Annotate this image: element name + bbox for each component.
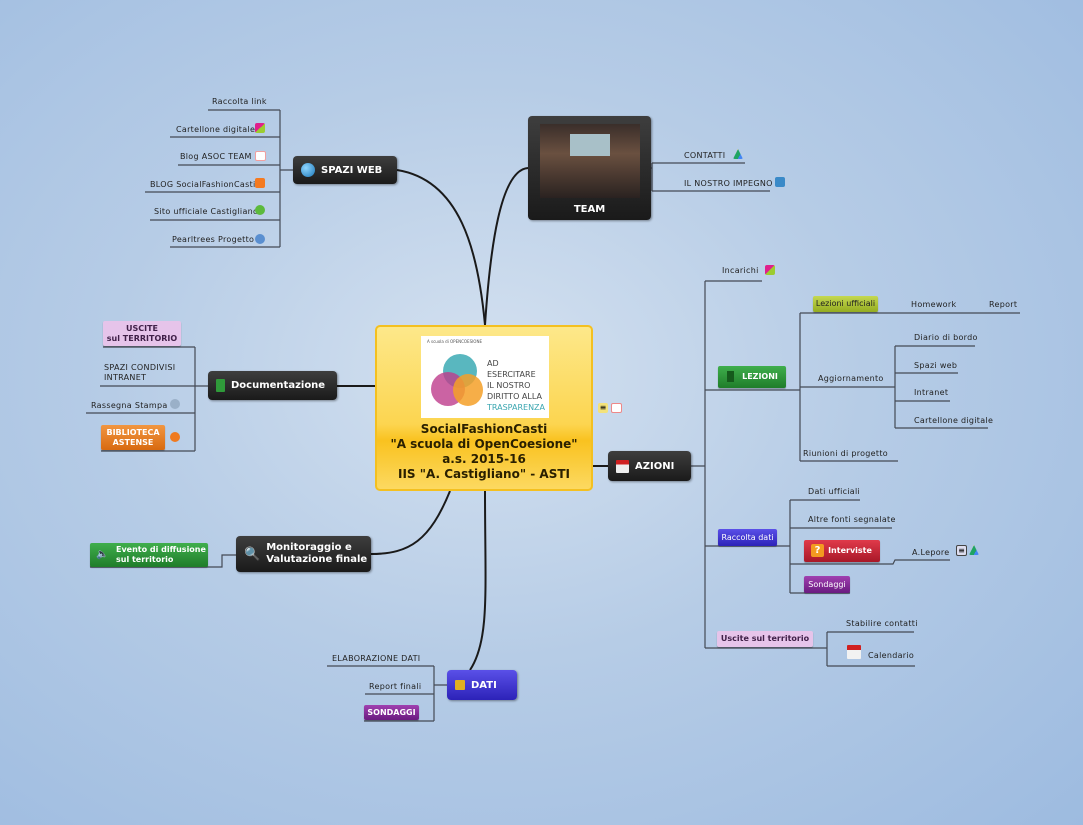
calendar-icon bbox=[847, 645, 861, 659]
sondaggi-badge[interactable]: Sondaggi bbox=[804, 576, 850, 593]
link-icon[interactable] bbox=[611, 403, 622, 413]
altre-fonti-segnalate[interactable]: Altre fonti segnalate bbox=[808, 515, 896, 524]
evento-diffusione-badge[interactable]: Evento di diffusione sul territorio bbox=[90, 543, 208, 567]
speaker-icon: 🔈 bbox=[96, 549, 109, 560]
globe-icon bbox=[301, 163, 315, 177]
unlock-icon bbox=[455, 680, 465, 690]
uscite-territorio-badge[interactable]: Uscite sul territorio bbox=[717, 631, 813, 647]
aggiornamento[interactable]: Aggiornamento bbox=[818, 374, 884, 383]
spazi-web[interactable]: Spazi web bbox=[914, 361, 958, 370]
pearltrees-progetto[interactable]: Pearltrees Progetto bbox=[172, 235, 255, 244]
sondaggi-badge[interactable]: SONDAGGI bbox=[364, 705, 419, 720]
team-photo bbox=[540, 124, 640, 198]
dati-ufficiali[interactable]: Dati ufficiali bbox=[808, 487, 861, 496]
calendario[interactable]: Calendario bbox=[868, 651, 915, 660]
il-nostro-impegno[interactable]: IL NOSTRO IMPEGNO bbox=[684, 179, 773, 188]
node-label: Monitoraggio e Valutazione finale bbox=[266, 542, 368, 565]
a-lepore[interactable]: A.Lepore bbox=[912, 548, 950, 557]
globe-icon[interactable] bbox=[170, 399, 180, 409]
dati-node[interactable]: DATI bbox=[447, 670, 517, 700]
google-drive-icon[interactable] bbox=[733, 149, 743, 159]
node-label: Documentazione bbox=[231, 380, 326, 391]
blogger-icon[interactable] bbox=[255, 178, 265, 188]
sito-ufficiale[interactable]: Sito ufficiale Castigliano bbox=[154, 207, 259, 216]
stabilire-contatti[interactable]: Stabilire contatti bbox=[846, 619, 918, 628]
diario-di-bordo[interactable]: Diario di bordo bbox=[914, 333, 978, 342]
notes-icon[interactable]: ≡ bbox=[598, 403, 608, 413]
documentazione-node[interactable]: Documentazione bbox=[208, 371, 337, 400]
central-title: SocialFashionCasti bbox=[420, 422, 548, 436]
lezioni-badge[interactable]: LEZIONI bbox=[718, 366, 786, 388]
padlet-icon[interactable] bbox=[765, 265, 775, 275]
central-subtitle: "A scuola di OpenCoesione" bbox=[390, 437, 578, 451]
blog-asoc-team[interactable]: Blog ASOC TEAM bbox=[180, 152, 252, 161]
blog-socialfashioncasti[interactable]: BLOG SocialFashionCasti bbox=[150, 180, 256, 189]
spazi-web-node[interactable]: SPAZI WEB bbox=[293, 156, 397, 184]
monitoraggio-node[interactable]: 🔍 Monitoraggio e Valutazione finale bbox=[236, 536, 371, 572]
google-drive-icon[interactable] bbox=[969, 545, 979, 555]
intranet[interactable]: Intranet bbox=[914, 388, 949, 397]
document-icon[interactable] bbox=[775, 177, 785, 187]
homework[interactable]: Homework bbox=[911, 300, 957, 309]
spazi-condivisi-intranet[interactable]: SPAZI CONDIVISI INTRANET bbox=[104, 363, 176, 382]
contatti[interactable]: CONTATTI bbox=[684, 151, 726, 160]
web-link-icon[interactable] bbox=[170, 432, 180, 442]
biblioteca-astense-badge[interactable]: BIBLIOTECA ASTENSE bbox=[101, 425, 165, 450]
team-node[interactable]: TEAM bbox=[528, 116, 651, 220]
node-label: TEAM bbox=[573, 204, 606, 215]
node-label: SPAZI WEB bbox=[321, 164, 383, 176]
incarichi[interactable]: Incarichi bbox=[722, 266, 759, 275]
node-label: DATI bbox=[471, 679, 497, 691]
central-year: a.s. 2015-16 bbox=[442, 452, 526, 466]
question-icon: ? bbox=[811, 544, 824, 557]
azioni-node[interactable]: AZIONI bbox=[608, 451, 691, 481]
node-label: AZIONI bbox=[635, 460, 675, 472]
notes-icon[interactable]: ≡ bbox=[956, 545, 967, 556]
pearltrees-icon[interactable] bbox=[255, 234, 265, 244]
report[interactable]: Report bbox=[989, 300, 1018, 309]
uscite-territorio-badge[interactable]: USCITE sul TERRITORIO bbox=[103, 321, 181, 346]
calendar-icon bbox=[616, 459, 629, 473]
rassegna-stampa[interactable]: Rassegna Stampa bbox=[91, 401, 168, 410]
link-icon[interactable] bbox=[255, 151, 266, 161]
padlet-icon[interactable] bbox=[255, 123, 265, 133]
raccolta-dati-badge[interactable]: Raccolta dati bbox=[718, 529, 777, 546]
elaborazione-dati[interactable]: ELABORAZIONE DATI bbox=[332, 654, 421, 663]
lezioni-ufficiali-badge[interactable]: Lezioni ufficiali bbox=[813, 296, 878, 312]
central-school: IIS "A. Castigliano" - ASTI bbox=[397, 467, 570, 481]
book-icon bbox=[727, 371, 734, 382]
website-icon[interactable] bbox=[255, 205, 265, 215]
report-finali[interactable]: Report finali bbox=[369, 682, 422, 691]
magnifier-icon: 🔍 bbox=[244, 546, 261, 562]
cartellone-digitale[interactable]: Cartellone digitale bbox=[176, 125, 256, 134]
riunioni-di-progetto[interactable]: Riunioni di progetto bbox=[803, 449, 888, 458]
book-icon bbox=[216, 379, 225, 392]
cartellone-digitale[interactable]: Cartellone digitale bbox=[914, 416, 994, 425]
raccolta-link[interactable]: Raccolta link bbox=[212, 97, 267, 106]
